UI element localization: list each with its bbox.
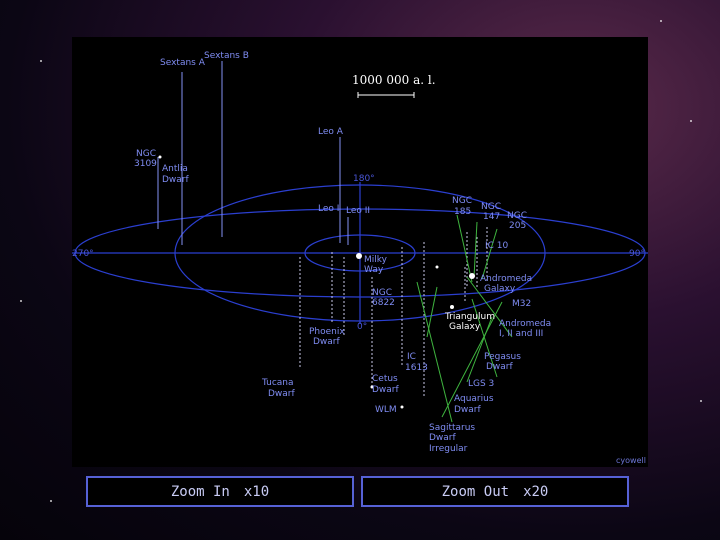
- label-andromeda-1: Andromeda: [480, 274, 532, 284]
- label-andromeda-2: Galaxy: [484, 284, 516, 294]
- angle-right: 90°: [629, 249, 645, 259]
- label-cetus-1: Cetus: [372, 374, 398, 384]
- label-antlia-2: Dwarf: [162, 175, 190, 185]
- andromeda-marker: [469, 273, 475, 279]
- label-sextans-b: Sextans B: [204, 51, 249, 61]
- label-andromeda-sat-2: I, II and III: [499, 329, 543, 339]
- label-lgs3: LGS 3: [468, 379, 494, 389]
- map-panel: 1000 000 a. l. 180° 270° 90° 0°: [72, 37, 648, 467]
- label-ngc6822-2: 6822: [372, 298, 395, 308]
- label-phoenix-2: Dwarf: [313, 337, 341, 347]
- angle-left: 270°: [72, 249, 94, 259]
- zoom-out-label: Zoom Out: [442, 484, 509, 500]
- label-leo-i: Leo I: [318, 204, 339, 214]
- label-milky-2: Way: [364, 265, 384, 275]
- label-sextans-a: Sextans A: [160, 58, 206, 68]
- angle-bottom: 0°: [357, 322, 367, 332]
- label-pegasus-2: Dwarf: [486, 362, 514, 372]
- label-ic10: IC 10: [485, 241, 509, 251]
- label-andromeda-sat-1: Andromeda: [499, 319, 551, 329]
- label-wlm: WLM: [375, 405, 397, 415]
- label-sagittarius-1: Sagittarus: [429, 423, 475, 433]
- label-aquarius-2: Dwarf: [454, 405, 482, 415]
- label-ngc205-1: NGC: [507, 211, 527, 221]
- label-ngc147-1: NGC: [481, 202, 501, 212]
- blue-leader-lines: [158, 61, 348, 245]
- label-sagittarius-3: Irregular: [429, 444, 468, 454]
- label-ngc3109-2: 3109: [134, 159, 157, 169]
- zoom-in-button[interactable]: Zoom In x10: [86, 476, 354, 507]
- label-ngc185-1: NGC: [452, 196, 472, 206]
- label-ngc147-2: 147: [483, 212, 500, 222]
- angle-top: 180°: [353, 174, 375, 184]
- label-ngc205-2: 205: [509, 221, 526, 231]
- label-ic1613-2: 1613: [405, 363, 428, 373]
- scale-bar: [358, 92, 414, 98]
- milky-way-marker: [356, 253, 362, 259]
- label-milky-1: Milky: [364, 255, 388, 265]
- label-cetus-2: Dwarf: [372, 385, 400, 395]
- label-ngc3109-1: NGC: [136, 149, 156, 159]
- zoom-in-factor: x10: [244, 484, 269, 500]
- label-triangulum-2: Galaxy: [449, 322, 481, 332]
- label-ngc185-2: 185: [454, 207, 471, 217]
- label-antlia-1: Antlia: [162, 164, 188, 174]
- label-phoenix-1: Phoenix: [309, 327, 345, 337]
- label-ngc6822-1: NGC: [372, 288, 392, 298]
- zoom-out-factor: x20: [523, 484, 548, 500]
- scale-label: 1000 000 a. l.: [352, 73, 436, 87]
- label-tucana-2: Dwarf: [268, 389, 296, 399]
- zoom-out-button[interactable]: Zoom Out x20: [361, 476, 629, 507]
- label-leo-a: Leo A: [318, 127, 344, 137]
- zoom-in-label: Zoom In: [171, 484, 230, 500]
- label-tucana-1: Tucana: [261, 378, 294, 388]
- triangulum-marker: [450, 305, 454, 309]
- label-sagittarius-2: Dwarf: [429, 433, 457, 443]
- label-pegasus-1: Pegasus: [484, 352, 521, 362]
- label-aquarius-1: Aquarius: [454, 394, 494, 404]
- label-leo-ii: Leo II: [346, 206, 370, 216]
- label-ic1613-1: IC: [407, 352, 416, 362]
- label-m32: M32: [512, 299, 531, 309]
- local-group-map: 1000 000 a. l. 180° 270° 90° 0°: [72, 37, 648, 467]
- credit-text: cyowell: [616, 456, 646, 465]
- label-triangulum-1: Triangulum: [444, 312, 495, 322]
